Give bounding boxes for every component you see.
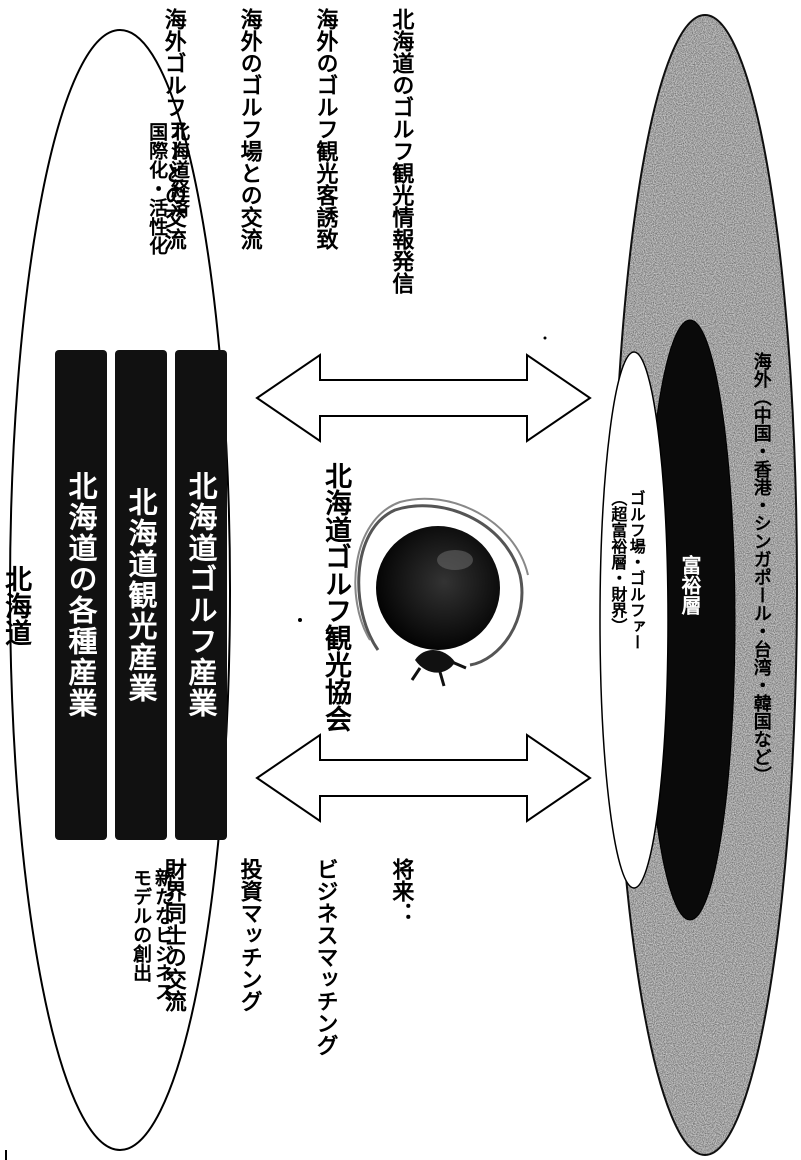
upper-double-arrow — [255, 353, 592, 443]
exchange-top-text: 北海道のゴルフ観光情報発信 海外のゴルフ観光客誘致 海外のゴルフ場との交流 海外… — [135, 8, 464, 338]
exchange-bottom-line: 将来： — [388, 858, 414, 924]
exchange-bottom-line: ビジネスマッチング — [312, 858, 338, 1056]
exchange-top-line: 北海道のゴルフ観光情報発信 — [388, 8, 414, 294]
golf-industry-label: 北海道ゴルフ産業 — [184, 471, 218, 719]
exchange-top-line: 海外のゴルフ場との交流 — [236, 8, 262, 250]
golf-industry-bar: 北海道ゴルフ産業 — [175, 350, 227, 840]
hokkaido-business-text: 新たなビジネス モデルの創出 — [130, 868, 174, 1001]
speck-dot — [543, 336, 547, 340]
exchange-top-line: 海外のゴルフ観光客誘致 — [312, 8, 338, 250]
hokkaido-economy-text: 北海道経済 国際化・活性化 — [146, 122, 190, 255]
exchange-bottom-line: 財界同士の交流 — [160, 858, 186, 1012]
various-industries-bar: 北海道の各種産業 — [55, 350, 107, 840]
wealthy-label: 富裕層 — [678, 555, 702, 615]
exchange-bottom-line: 投資マッチング — [236, 858, 262, 1012]
speck-dot — [298, 618, 302, 622]
golf-courses-label: ゴルフ場・ゴルファー （超富裕層・財界） — [608, 490, 646, 650]
exchange-bottom-text: 将来： ビジネスマッチング 投資マッチング 財界同士の交流 — [135, 858, 464, 1138]
various-industries-label: 北海道の各種産業 — [64, 471, 98, 719]
association-logo-icon — [354, 497, 529, 687]
association-name: 北海道ゴルフ観光協会 — [320, 462, 352, 732]
hokkaido-title: 北海道 — [0, 565, 32, 646]
tourism-industry-label: 北海道観光産業 — [124, 486, 158, 704]
lower-double-arrow — [255, 733, 592, 823]
golf-courses-ellipse — [599, 351, 669, 889]
tourism-industry-bar: 北海道観光産業 — [115, 350, 167, 840]
overseas-title: 海外（中国・香港・シンガポール・台湾・韓国など） — [750, 352, 772, 784]
exchange-top-line: 海外ゴルファーとの交流 — [160, 8, 186, 250]
